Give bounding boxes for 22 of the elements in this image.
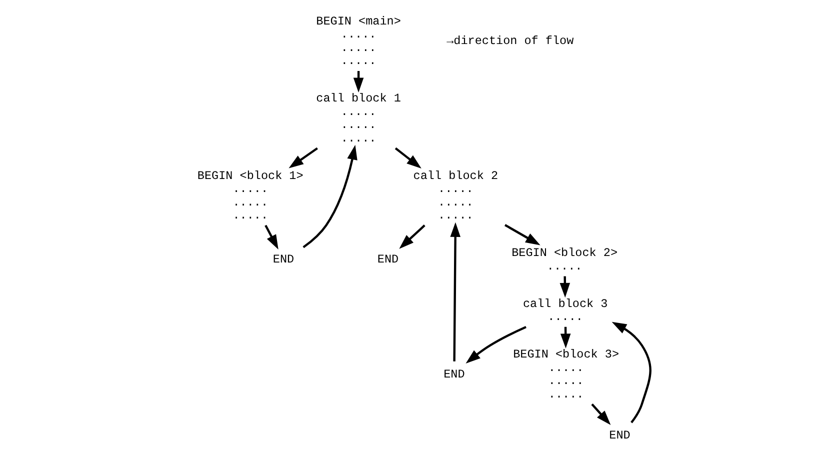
arrow [398,224,425,248]
node-text: BEGIN <block 2> ..... [511,246,618,273]
node-text: BEGIN <main> ..... ..... ..... [316,14,400,68]
node-text: call block 1 ..... ..... ..... [316,91,400,145]
node-text: call block 2 ..... ..... ..... [412,168,498,222]
arrow [611,321,651,423]
arrow [394,146,421,168]
arrow [302,144,357,248]
node-text: END [376,252,398,266]
label: →direction of flow [446,34,574,48]
arrow [264,224,278,250]
arrow [504,224,540,245]
node-text: call block 3 ..... [522,296,608,324]
arrow [450,222,460,361]
arrow [465,325,526,363]
node-text: END [272,252,294,266]
arrow [590,402,610,424]
node-text: END [443,367,464,382]
node-text: END [608,428,630,442]
node-text: BEGIN <block 3> ..... ..... ..... [512,347,619,401]
node-text: BEGIN <block 1> ..... ..... ..... [196,168,303,222]
arrow [288,146,318,168]
